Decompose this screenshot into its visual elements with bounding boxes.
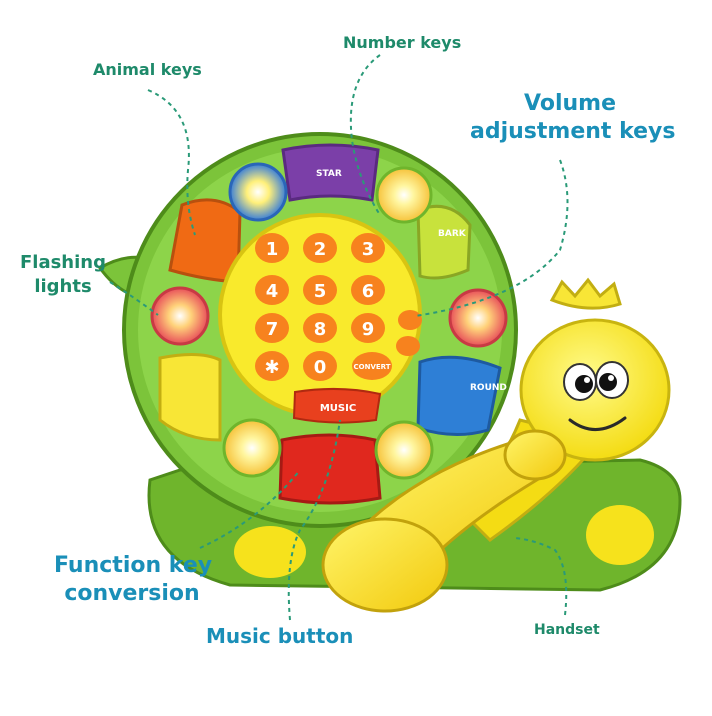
animal-key-purple[interactable]: [281, 143, 380, 202]
svg-text:5: 5: [314, 281, 327, 302]
bark-key-label: BARK: [438, 229, 467, 239]
handset[interactable]: [321, 429, 567, 613]
number-key[interactable]: 7: [255, 313, 289, 343]
callout-number-keys: Number keys: [343, 33, 462, 52]
number-key[interactable]: 3: [351, 233, 385, 263]
number-key[interactable]: 1: [255, 233, 289, 263]
svg-text:6: 6: [362, 281, 375, 302]
music-button[interactable]: MUSIC: [292, 387, 382, 424]
light-right: [448, 288, 508, 348]
callout-volume-keys: Volume adjustment keys: [470, 90, 676, 146]
light-left: [150, 286, 210, 346]
light-top-right: [375, 166, 433, 224]
svg-text:9: 9: [362, 319, 375, 340]
small-vol-key[interactable]: [396, 336, 420, 356]
callout-flashing-line2: lights: [34, 276, 92, 297]
leader-lines: [109, 54, 569, 621]
callout-function-line2: conversion: [64, 581, 200, 606]
svg-text:CONVERT: CONVERT: [354, 363, 391, 371]
number-key[interactable]: 8: [303, 313, 337, 343]
callout-flashing-line1: Flashing: [19, 252, 106, 273]
callout-function-key: Function key conversion: [54, 552, 213, 608]
callout-function-line1: Function key: [54, 553, 213, 578]
round-key-label: ROUND: [470, 383, 507, 393]
peripheral-keys: STAR BARK ROUND: [158, 143, 507, 505]
flashing-lights: [150, 162, 508, 480]
volume-down-key[interactable]: [416, 355, 502, 437]
callout-volume-line2: adjustment keys: [470, 119, 676, 144]
callout-music-button: Music button: [206, 624, 354, 648]
crown: [549, 277, 622, 310]
number-key[interactable]: 2: [303, 233, 337, 263]
light-bottom-right: [374, 420, 434, 480]
function-key-yellow[interactable]: [158, 353, 222, 442]
callout-handset: Handset: [534, 622, 600, 638]
svg-text:4: 4: [266, 281, 279, 302]
number-key[interactable]: ✱: [255, 351, 289, 381]
callout-animal-keys: Animal keys: [93, 60, 202, 79]
svg-text:MUSIC: MUSIC: [320, 403, 356, 414]
number-key[interactable]: 0: [303, 351, 337, 381]
star-key-label: STAR: [316, 169, 342, 179]
callout-volume-line1: Volume: [524, 91, 616, 116]
light-top-left: [228, 162, 288, 222]
callout-flashing-lights: Flashing lights: [18, 251, 108, 299]
svg-text:1: 1: [266, 239, 279, 260]
number-keypad: 1 2 3 4 5 6 7 8 9 ✱ 0 CONVERT MUSIC: [255, 233, 422, 424]
svg-text:2: 2: [314, 239, 327, 260]
svg-text:3: 3: [362, 239, 375, 260]
svg-text:7: 7: [266, 319, 279, 340]
volume-up-key[interactable]: [416, 204, 472, 280]
light-bottom-left: [222, 418, 282, 478]
convert-key[interactable]: CONVERT: [352, 352, 392, 380]
small-vol-key[interactable]: [398, 310, 422, 330]
svg-text:0: 0: [314, 357, 327, 378]
svg-text:8: 8: [314, 319, 327, 340]
number-key[interactable]: 9: [351, 313, 385, 343]
number-key[interactable]: 4: [255, 275, 289, 305]
svg-text:✱: ✱: [264, 357, 279, 378]
number-key[interactable]: 6: [351, 275, 385, 305]
number-key[interactable]: 5: [303, 275, 337, 305]
